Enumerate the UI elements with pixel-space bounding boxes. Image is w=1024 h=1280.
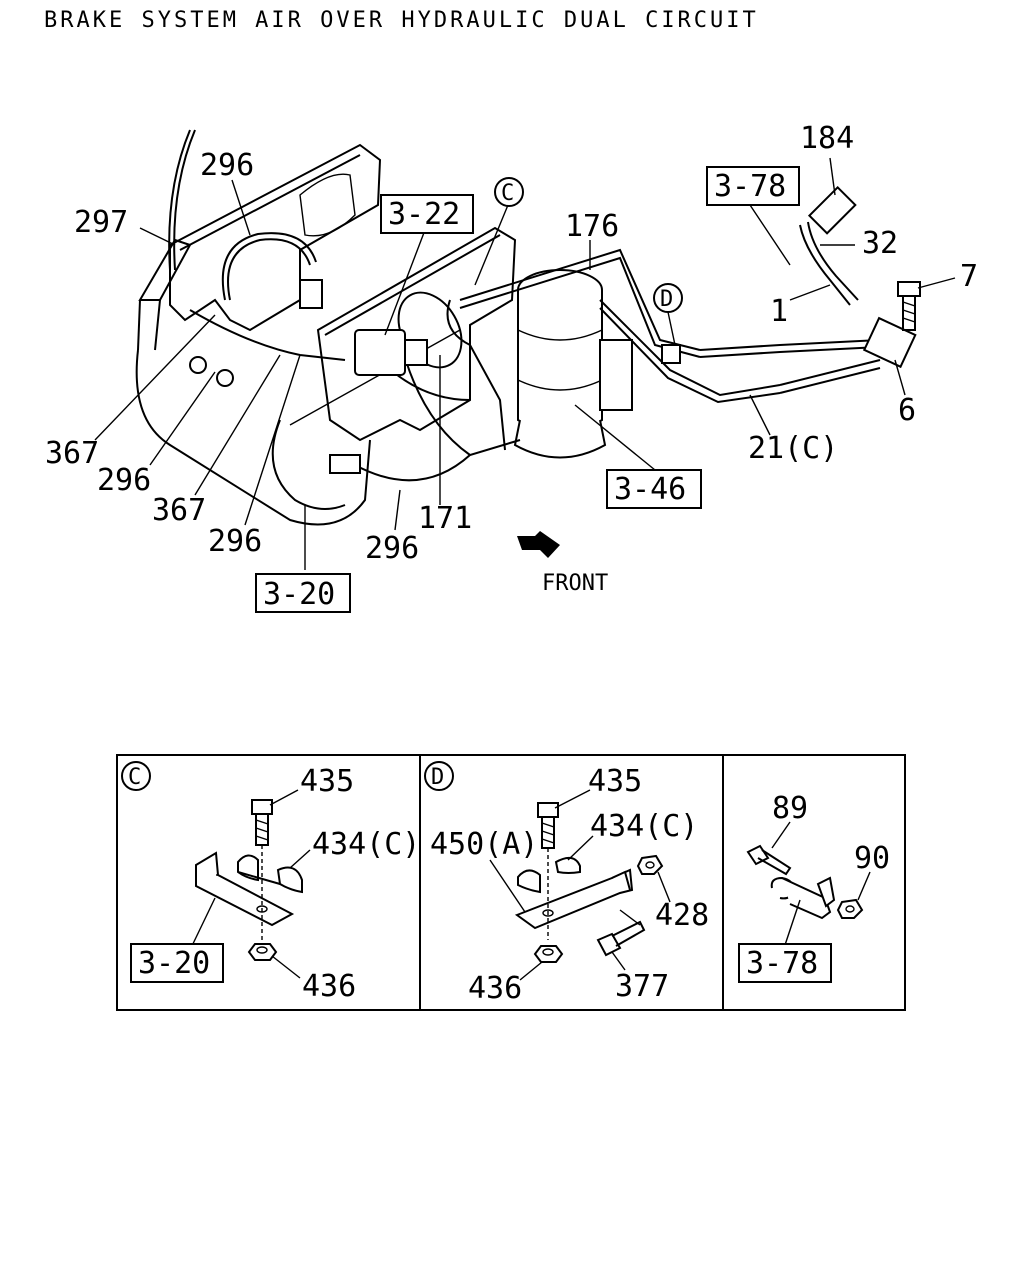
panel-c-clamp: 434(C) xyxy=(312,827,420,862)
detail-panels xyxy=(116,754,906,1011)
panel-e-bolt: 89 xyxy=(772,791,808,826)
ref-3-78: 3-78 xyxy=(714,169,786,204)
detail-panel-c: C xyxy=(121,761,311,979)
diagram-title: BRAKE SYSTEM AIR OVER HYDRAULIC DUAL CIR… xyxy=(44,8,759,33)
callout-297: 297 xyxy=(74,205,128,240)
panel-d-bolt: 435 xyxy=(588,764,642,799)
panel-d-nut: 436 xyxy=(468,971,522,1006)
panel-d-washer: 428 xyxy=(655,898,709,933)
panel-c-bolt: 435 xyxy=(300,764,354,799)
callout-296-b: 296 xyxy=(208,524,262,559)
detail-marker-c: C xyxy=(501,181,514,206)
leader-lines xyxy=(94,157,956,570)
panel-e-nut: 90 xyxy=(854,841,890,876)
panel-d-clamp: 434(C) xyxy=(590,809,698,844)
ref-3-22: 3-22 xyxy=(388,197,460,232)
callout-367-a: 367 xyxy=(45,436,99,471)
ref-box-3-20 xyxy=(255,573,351,613)
detail-marker-d: D xyxy=(660,287,673,312)
callout-296-a: 296 xyxy=(97,463,151,498)
ref-box-3-22 xyxy=(380,194,474,234)
callout-296-top: 296 xyxy=(200,148,254,183)
callout-32: 32 xyxy=(862,226,898,261)
ref-box-3-78 xyxy=(706,166,800,206)
callout-6: 6 xyxy=(898,393,916,428)
detail-panel-e xyxy=(746,821,871,946)
panel-d-bracket: 450(A) xyxy=(430,827,538,862)
detail-marker-c-circle xyxy=(494,177,524,207)
front-label: FRONT xyxy=(542,571,608,596)
bolt-7 xyxy=(897,281,921,331)
panel-e-ref-box xyxy=(738,943,832,983)
ref-3-20: 3-20 xyxy=(263,577,335,612)
panel-c-ref: 3-20 xyxy=(138,946,210,981)
callout-21c: 21(C) xyxy=(748,431,838,466)
front-arrow-icon xyxy=(517,531,560,558)
callout-171: 171 xyxy=(418,501,472,536)
callout-1: 1 xyxy=(770,294,788,329)
ref-3-46: 3-46 xyxy=(614,472,686,507)
panel-e-ref: 3-78 xyxy=(746,946,818,981)
panel-d-marker: D xyxy=(431,765,444,790)
callout-296-c: 296 xyxy=(365,531,419,566)
ref-box-3-46 xyxy=(606,469,702,509)
detail-panel-d: D xyxy=(424,761,671,981)
callout-176: 176 xyxy=(565,209,619,244)
panel-d-bolt2: 377 xyxy=(615,969,669,1004)
panel-c-nut: 436 xyxy=(302,969,356,1004)
callout-7: 7 xyxy=(960,259,978,294)
panel-c-marker: C xyxy=(128,765,141,790)
callout-184: 184 xyxy=(800,121,854,156)
callout-367-b: 367 xyxy=(152,493,206,528)
air-dryer xyxy=(513,269,633,459)
detail-marker-d-circle xyxy=(653,283,683,313)
panel-c-ref-box xyxy=(130,943,224,983)
